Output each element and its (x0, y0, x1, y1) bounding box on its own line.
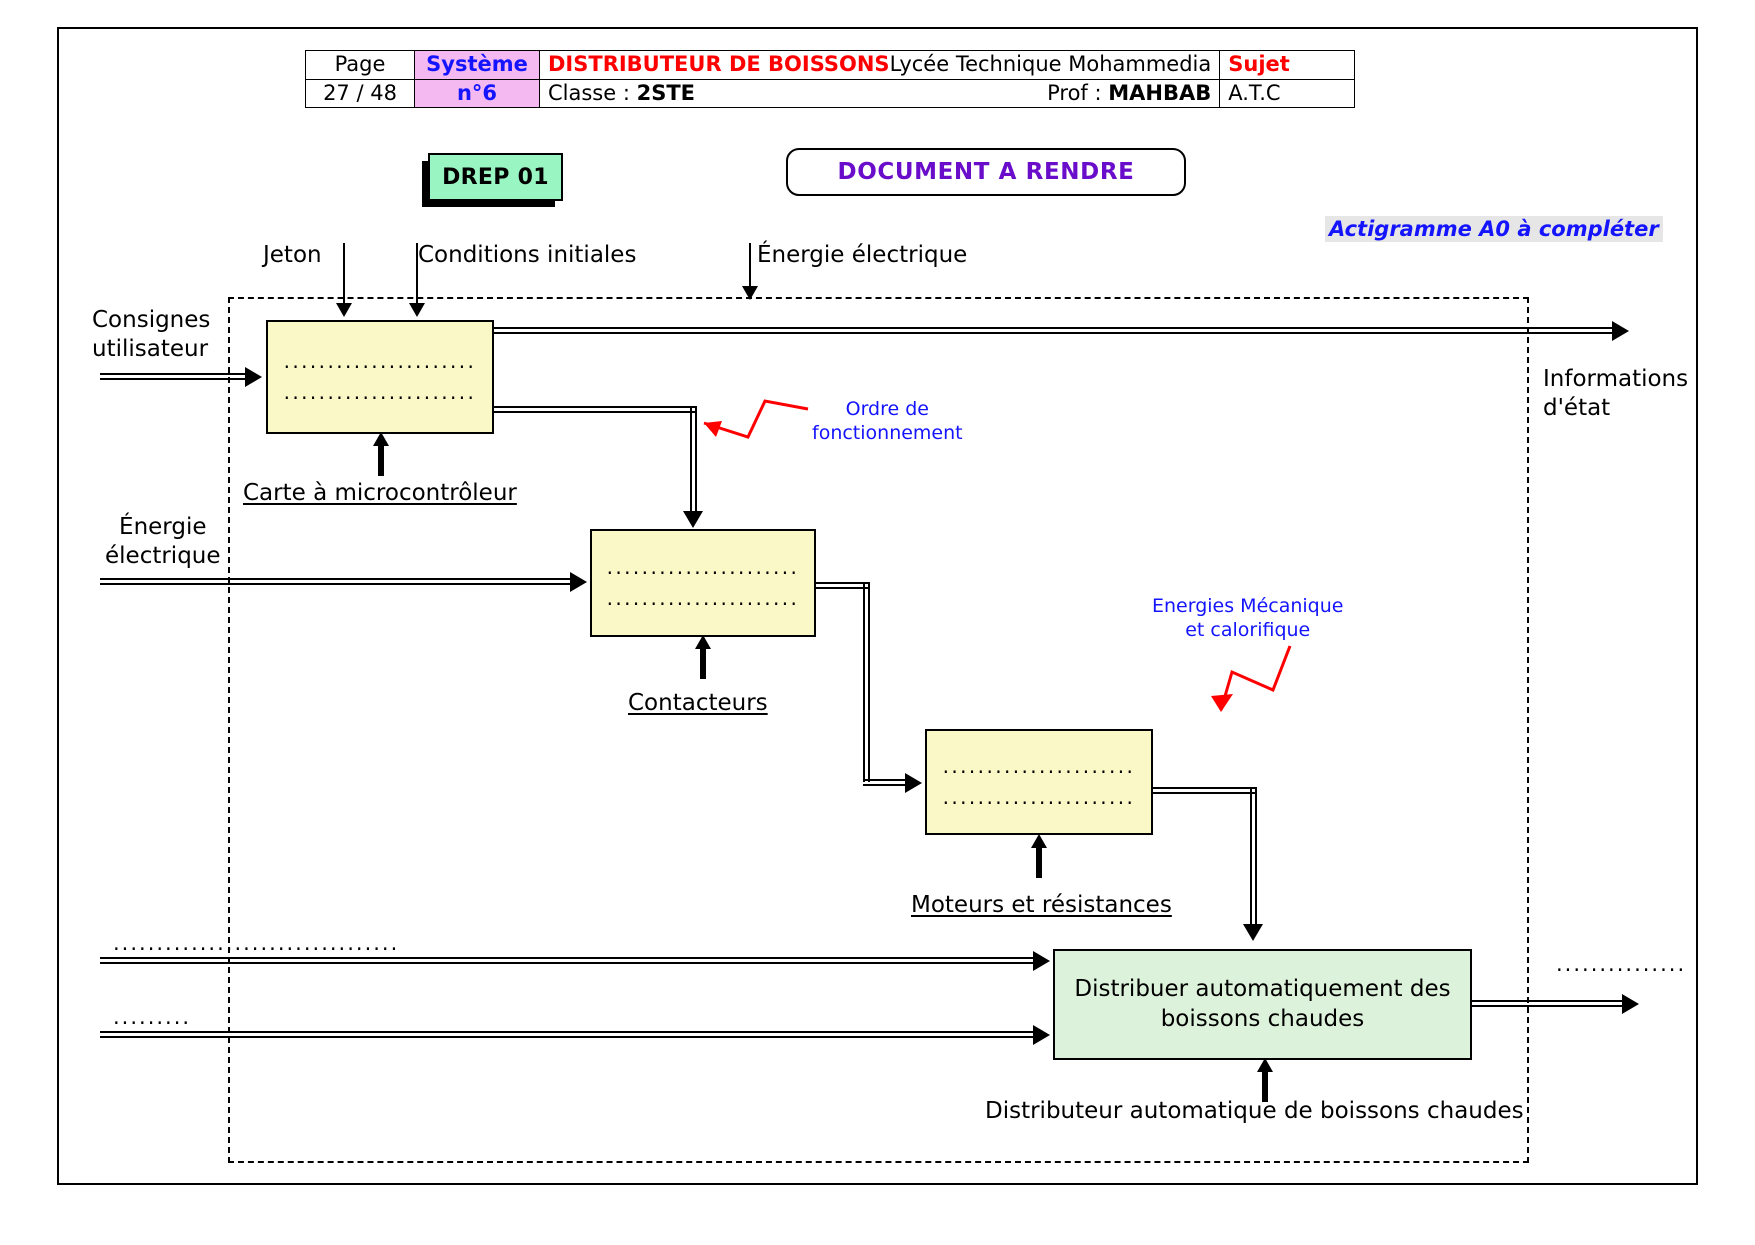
header-class-cell: Classe : 2STE Prof : MAHBAB (538, 78, 1221, 109)
flow-energie-top-arrow (742, 286, 758, 300)
label-info-etat-line2: d'état (1543, 394, 1611, 421)
label-energie-electrique-left: Énergie électrique (105, 513, 221, 571)
label-energie-left-line2: électrique (105, 542, 221, 569)
flow-ordre-arrow (683, 511, 703, 528)
document-a-rendre-badge: DOCUMENT A RENDRE (786, 148, 1186, 196)
callout-ordre-fonctionnement: Ordre de fonctionnement (812, 398, 963, 446)
flow-blank-a-arrow (1033, 951, 1050, 971)
flow-conditions-line (416, 243, 418, 305)
page-border (57, 27, 1698, 1185)
header-school: Lycée Technique Mohammedia (889, 52, 1212, 76)
header-page-label: Page (305, 50, 415, 80)
callout-energies-line1: Energies Mécanique (1152, 595, 1344, 617)
flow-output-arrow (1622, 994, 1639, 1014)
flow-blank-b-rail (100, 1031, 1038, 1038)
drep-tag: DREP 01 (428, 153, 563, 201)
label-mechanism-distributeur: Distributeur automatique de boissons cha… (985, 1098, 1524, 1124)
callout-energies-mecanique: Energies Mécanique et calorifique (1152, 595, 1343, 643)
mechanism-carte-arrow (373, 432, 389, 446)
header-title: DISTRIBUTEUR DE BOISSONS (548, 52, 890, 76)
callout-energies-line2: et calorifique (1185, 618, 1311, 641)
function-box-moteurs: ...................... .................… (925, 729, 1153, 835)
function-box-carte: ...................... .................… (266, 320, 494, 434)
header-page-value: 27 / 48 (305, 78, 415, 109)
flow-energie-left-rail (100, 578, 575, 585)
actigram-note: Actigramme A0 à compléter (1325, 216, 1663, 242)
box-contacteurs-line2: ...................... (606, 586, 800, 610)
label-mechanism-carte: Carte à microcontrôleur (243, 480, 517, 506)
flow-cont-mot-rail-h1 (816, 582, 870, 589)
header-system-label: Système (414, 50, 540, 80)
flow-energies-rail-v (1250, 787, 1257, 928)
mechanism-carte-stem (378, 440, 384, 476)
box-contacteurs-line1: ...................... (606, 555, 800, 579)
blank-output-label-right: ............... (1556, 952, 1687, 976)
header-title-cell: DISTRIBUTEUR DE BOISSONS Lycée Technique… (538, 50, 1221, 80)
flow-cont-mot-rail-v (863, 582, 870, 782)
callout-pointer-energies (1211, 645, 1292, 712)
mechanism-moteurs-stem (1036, 842, 1042, 878)
flow-jeton-line (343, 243, 345, 305)
flow-conditions-arrow (409, 303, 425, 317)
header-sujet-value: A.T.C (1219, 78, 1356, 109)
flow-output-rail (1472, 1000, 1630, 1007)
flow-info-etat-arrow (1612, 321, 1629, 341)
flow-energies-arrow (1243, 924, 1263, 941)
label-energie-left-line1: Énergie (119, 514, 207, 540)
flow-info-etat-rail (494, 327, 1620, 334)
flow-energie-left-arrow (570, 572, 587, 592)
callout-ordre-line1: Ordre de (845, 398, 929, 420)
flow-jeton-arrow (336, 303, 352, 317)
label-mechanism-contacteurs: Contacteurs (628, 690, 768, 716)
header-system-value: n°6 (414, 78, 540, 109)
label-consignes-line2: utilisateur (92, 335, 209, 362)
flow-energies-rail-h (1153, 787, 1257, 794)
blank-input-label-long: ................................. (113, 931, 400, 955)
flow-cont-mot-rail-h2 (863, 779, 910, 786)
label-energie-electrique-top: Énergie électrique (757, 242, 968, 268)
box-carte-line1: ...................... (283, 349, 477, 373)
function-box-contacteurs: ...................... .................… (590, 529, 816, 637)
mechanism-distributeur-arrow (1257, 1058, 1273, 1072)
flow-energie-top-line (749, 243, 751, 293)
flow-ordre-rail-h (494, 406, 697, 413)
label-info-etat-line1: Informations (1543, 366, 1689, 392)
mechanism-moteurs-arrow (1031, 834, 1047, 848)
flow-consignes-rail (100, 373, 250, 380)
header-class: Classe : 2STE (548, 80, 695, 105)
header-sujet-label: Sujet (1219, 50, 1356, 80)
flow-blank-a-rail (100, 957, 1038, 964)
label-consignes-line1: Consignes (92, 307, 211, 333)
box-distribuer-line1: Distribuer automatiquement des (1074, 975, 1451, 1002)
label-conditions-initiales: Conditions initiales (418, 242, 637, 268)
flow-blank-b-arrow (1033, 1025, 1050, 1045)
box-moteurs-line1: ...................... (942, 754, 1136, 778)
flow-consignes-arrow (245, 367, 262, 387)
blank-input-label-short: ......... (113, 1005, 192, 1029)
callout-ordre-line2: fonctionnement (812, 421, 963, 444)
flow-ordre-rail-v (690, 406, 697, 516)
callout-pointer-ordre (703, 399, 809, 439)
mechanism-contacteurs-arrow (695, 635, 711, 649)
flow-cont-mot-arrow (905, 773, 922, 793)
function-box-distribuer: Distribuer automatiquement des boissons … (1053, 949, 1472, 1060)
box-distribuer-line2: boissons chaudes (1160, 1005, 1365, 1032)
label-jeton: Jeton (263, 242, 322, 268)
box-carte-line2: ...................... (283, 380, 477, 404)
label-consignes-utilisateur: Consignes utilisateur (92, 306, 210, 364)
mechanism-distributeur-stem (1262, 1066, 1268, 1102)
header-table: Page Système DISTRIBUTEUR DE BOISSONS Ly… (305, 50, 1356, 109)
label-mechanism-moteurs: Moteurs et résistances (911, 892, 1172, 918)
system-boundary (228, 297, 1529, 1163)
box-moteurs-line2: ...................... (942, 785, 1136, 809)
label-informations-etat: Informations d'état (1543, 365, 1688, 423)
header-teacher: Prof : MAHBAB (1047, 80, 1212, 105)
mechanism-contacteurs-stem (700, 643, 706, 679)
